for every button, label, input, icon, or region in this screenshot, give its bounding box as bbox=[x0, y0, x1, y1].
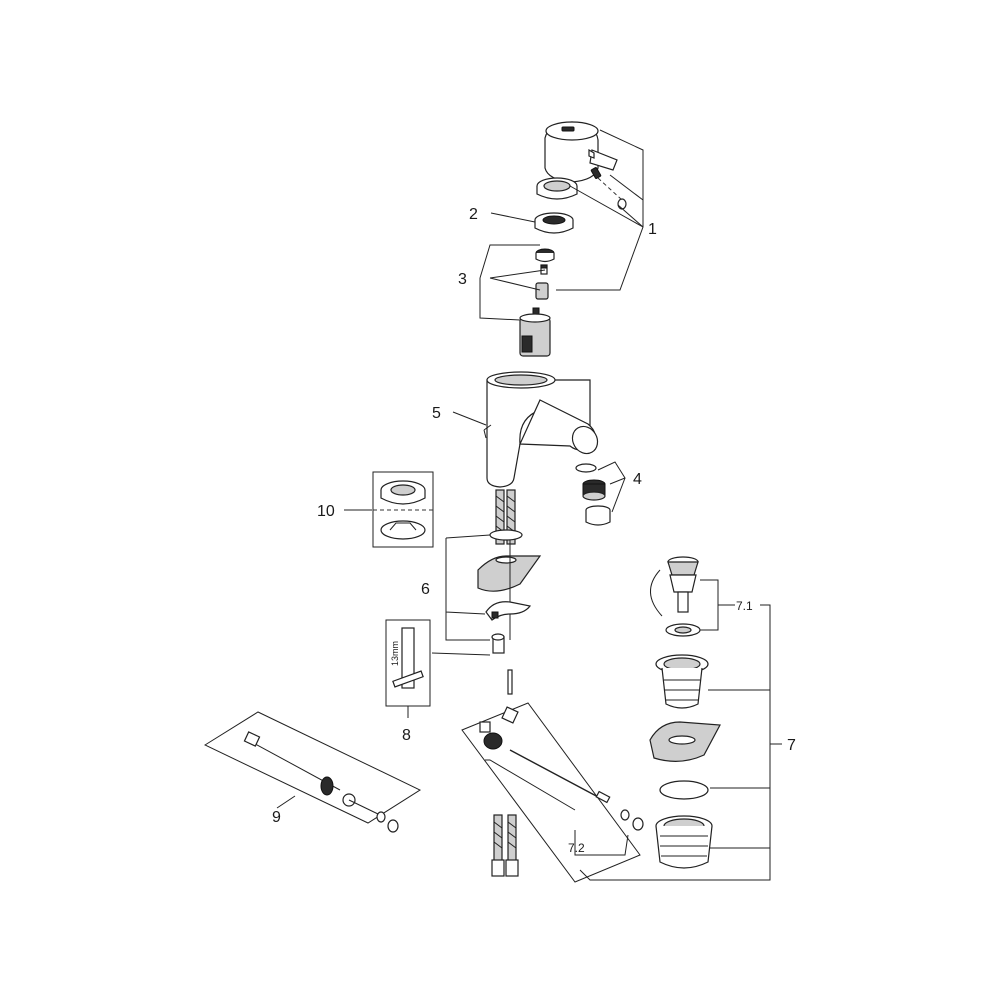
waste-flange bbox=[655, 654, 709, 709]
callout-7: 7 bbox=[787, 737, 796, 754]
screw-cap bbox=[617, 198, 627, 210]
callout-9: 9 bbox=[272, 809, 281, 826]
callout-10: 10 bbox=[317, 503, 335, 520]
cartridge-cover bbox=[534, 212, 574, 234]
leader-lines bbox=[276, 129, 782, 881]
pivot-nut-small bbox=[620, 809, 644, 831]
cartridge-adapter bbox=[535, 282, 549, 300]
flexible-hoses-lower bbox=[491, 814, 519, 877]
aerator-washer bbox=[575, 463, 597, 473]
mixer-body bbox=[483, 371, 599, 488]
callout-2: 2 bbox=[469, 206, 478, 223]
flexible-hoses-upper bbox=[495, 489, 516, 545]
callout-1: 1 bbox=[648, 221, 657, 238]
callout-7-1: 7.1 bbox=[736, 599, 753, 613]
ceramic-cartridge bbox=[519, 307, 551, 357]
pivot-rod bbox=[509, 749, 611, 804]
tool-box: 13mm bbox=[385, 619, 431, 707]
basin-section-7 bbox=[649, 721, 721, 762]
aerator-housing bbox=[585, 505, 611, 526]
handle-adapter bbox=[536, 177, 578, 200]
popup-linkage-box bbox=[203, 711, 422, 833]
callout-4: 4 bbox=[633, 471, 642, 488]
popup-plug bbox=[650, 556, 699, 617]
plug-seal bbox=[665, 623, 701, 637]
cartridge-nut bbox=[535, 248, 555, 263]
aerator-insert bbox=[582, 479, 606, 501]
callout-3: 3 bbox=[458, 271, 467, 288]
threaded-rod bbox=[507, 669, 513, 695]
pivot-clip bbox=[479, 706, 519, 733]
waste-seal-ring bbox=[659, 780, 709, 800]
callout-5: 5 bbox=[432, 405, 441, 422]
callout-6: 6 bbox=[421, 581, 430, 598]
tool-size-label: 13mm bbox=[390, 641, 400, 666]
callout-7-2: 7.2 bbox=[568, 841, 585, 855]
escutcheon-kit-box bbox=[372, 471, 434, 548]
o-ring-seal bbox=[489, 529, 523, 541]
fixing-horseshoe bbox=[485, 601, 532, 621]
fixing-nut bbox=[491, 633, 505, 654]
basin-section-6 bbox=[477, 555, 542, 592]
cartridge-spindle bbox=[540, 264, 548, 275]
callout-8: 8 bbox=[402, 727, 411, 744]
pivot-ball-seal bbox=[483, 732, 503, 750]
grub-screw bbox=[590, 167, 602, 179]
lever-handle bbox=[544, 121, 618, 183]
waste-body bbox=[655, 815, 713, 869]
